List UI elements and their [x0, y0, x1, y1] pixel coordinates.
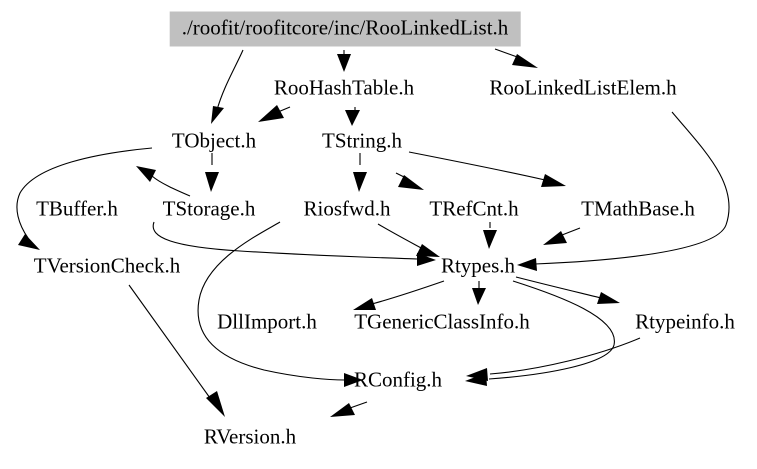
edge-root-to-roolinkedlistelem — [494, 48, 538, 68]
edge-rtypeinfo-to-rconfig — [466, 337, 641, 381]
edge-tstorage-to-rtypes — [152, 221, 436, 266]
node-root-roolinkedlist[interactable]: ./roofit/roofitcore/inc/RooLinkedList.h — [169, 11, 521, 47]
node-dllimport[interactable]: DllImport.h — [217, 309, 317, 334]
edge-roohashtable-to-tstring — [345, 107, 360, 126]
node-label: TStorage.h — [162, 196, 256, 221]
node-label: TRefCnt.h — [429, 196, 519, 221]
edge-tstring-to-tmathbase — [408, 151, 566, 187]
node-trefcnt[interactable]: TRefCnt.h — [429, 196, 519, 221]
node-rconfig[interactable]: RConfig.h — [353, 367, 443, 392]
node-label: RooHashTable.h — [273, 75, 415, 100]
node-tmathbase[interactable]: TMathBase.h — [581, 196, 695, 221]
node-label: RVersion.h — [203, 424, 297, 449]
node-label: TGenericClassInfo.h — [354, 309, 530, 334]
node-roohashtable[interactable]: RooHashTable.h — [273, 75, 415, 100]
node-rversion[interactable]: RVersion.h — [203, 424, 297, 449]
edge-tbuffer-to-tobject — [136, 166, 191, 197]
edge-rtypes-to-tgenericclassinfo — [472, 281, 486, 305]
node-label: DllImport.h — [217, 309, 317, 334]
node-riosfwd[interactable]: Riosfwd.h — [303, 196, 391, 221]
node-label: RConfig.h — [353, 367, 443, 392]
node-label: TString.h — [322, 128, 402, 153]
edge-tobject-to-trefcnt — [395, 172, 424, 190]
node-tversioncheck[interactable]: TVersionCheck.h — [33, 253, 181, 278]
node-label: TMathBase.h — [581, 196, 695, 221]
edge-tmathbase-to-rtypes — [543, 227, 581, 245]
edge-rtypes-to-rconfig — [465, 280, 615, 386]
edge-roohashtable-to-tobject — [258, 105, 291, 122]
node-tgenericclassinfo[interactable]: TGenericClassInfo.h — [354, 309, 530, 334]
node-tobject[interactable]: TObject.h — [171, 128, 257, 153]
node-label: TObject.h — [171, 128, 257, 153]
edge-rtypes-to-rtypeinfo — [515, 276, 620, 304]
edge-tstorage-to-rconfig — [197, 221, 363, 387]
node-tbuffer[interactable]: TBuffer.h — [36, 196, 118, 221]
edge-tversioncheck-to-rversion — [128, 284, 225, 417]
node-tstring[interactable]: TString.h — [322, 128, 402, 153]
node-rtypeinfo[interactable]: Rtypeinfo.h — [635, 309, 735, 334]
node-label: TVersionCheck.h — [33, 253, 181, 278]
edge-root-to-tobject — [211, 49, 244, 124]
edge-root-to-roohashtable — [337, 50, 351, 72]
edge-tobject-to-tstorage — [205, 153, 219, 192]
node-label: Rtypes.h — [440, 253, 516, 278]
node-label: Riosfwd.h — [303, 196, 391, 221]
node-label: Rtypeinfo.h — [635, 309, 735, 334]
node-rtypes[interactable]: Rtypes.h — [440, 253, 516, 278]
node-tstorage[interactable]: TStorage.h — [162, 196, 256, 221]
edge-trefcnt-to-rtypes — [483, 222, 497, 249]
edge-tstring-to-riosfwd — [353, 153, 367, 192]
node-label: ./roofit/roofitcore/inc/RooLinkedList.h — [181, 15, 509, 40]
edge-rtypes-to-dllimport — [353, 280, 445, 310]
edge-rconfig-to-rversion — [330, 401, 368, 417]
edge-roolinkedlistelem-to-rtypes — [517, 111, 730, 271]
edge-riosfwd-to-rtypes — [377, 223, 440, 257]
node-roolinkedlistelem[interactable]: RooLinkedListElem.h — [489, 75, 677, 100]
node-label: RooLinkedListElem.h — [489, 75, 677, 100]
node-label: TBuffer.h — [36, 196, 118, 221]
